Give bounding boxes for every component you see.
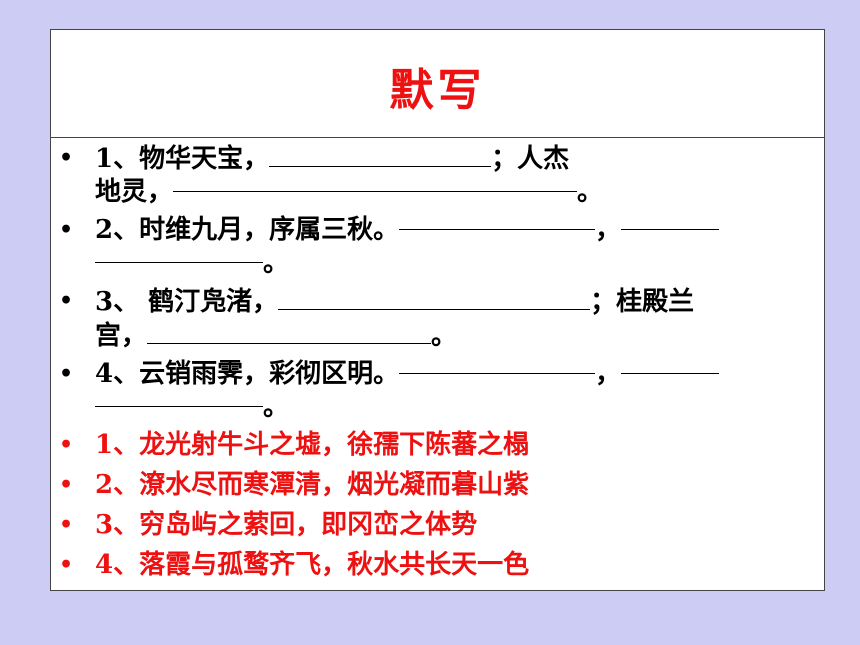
question-text: ， xyxy=(595,215,622,245)
question-line: 宫， 。 xyxy=(95,319,824,353)
question-line: 1、物华天宝， ；人杰 xyxy=(95,142,824,176)
question-item-2: • 2、时维九月，序属三秋。 ， 。 xyxy=(51,214,824,280)
answer-item-4: • 4、落霞与孤鹜齐飞，秋水共长天一色 xyxy=(51,549,824,582)
question-text: 地灵， xyxy=(95,177,174,207)
question-line: 2、时维九月，序属三秋。 ， xyxy=(95,214,824,247)
question-text: ， xyxy=(595,359,622,389)
question-line: 。 xyxy=(95,247,824,280)
question-text: ；桂殿兰 xyxy=(590,287,695,317)
question-text: 4、云销雨霁，彩彻区明。 xyxy=(95,359,400,389)
answer-blank[interactable] xyxy=(621,228,720,230)
answer-blank[interactable] xyxy=(173,190,578,192)
question-item-4: • 4、云销雨霁，彩彻区明。 ， 。 xyxy=(51,358,824,424)
bullet-icon: • xyxy=(59,432,74,458)
question-text: 。 xyxy=(577,177,604,207)
answer-blank[interactable] xyxy=(147,319,432,344)
answer-text: 4、落霞与孤鹜齐飞，秋水共长天一色 xyxy=(95,550,530,580)
answer-text: 2、潦水尽而寒潭清，烟光凝而暮山紫 xyxy=(95,470,530,500)
answer-blank[interactable] xyxy=(399,372,596,374)
bullet-icon: • xyxy=(59,361,74,387)
question-item-3: • 3、 鹤汀凫渚， ；桂殿兰 宫， 。 xyxy=(51,285,824,353)
answer-blank[interactable] xyxy=(278,285,591,310)
question-text: 。 xyxy=(431,321,458,351)
slide-card: 默写 • 1、物华天宝， ；人杰 地灵， 。 • 2、时维九月，序属三秋。 ， 。 • xyxy=(50,29,825,591)
answer-blank[interactable] xyxy=(621,372,720,374)
answer-blank[interactable] xyxy=(269,142,492,167)
slide-title: 默写 xyxy=(389,64,486,116)
answer-blank[interactable] xyxy=(399,228,596,230)
bullet-icon: • xyxy=(59,288,74,314)
question-text: 1、物华天宝， xyxy=(95,144,270,174)
title-area: 默写 xyxy=(51,30,824,138)
question-text: 。 xyxy=(263,248,290,278)
question-item-1: • 1、物华天宝， ；人杰 地灵， 。 xyxy=(51,142,824,209)
bullet-icon: • xyxy=(59,217,74,243)
question-text: 3、 鹤汀凫渚， xyxy=(95,287,279,317)
item-list: • 1、物华天宝， ；人杰 地灵， 。 • 2、时维九月，序属三秋。 ， 。 • 3、… xyxy=(51,142,824,589)
question-line: 3、 鹤汀凫渚， ；桂殿兰 xyxy=(95,285,824,319)
answer-text: 1、龙光射牛斗之墟，徐孺下陈蕃之榻 xyxy=(95,430,530,460)
question-line: 。 xyxy=(95,391,824,424)
question-line: 4、云销雨霁，彩彻区明。 ， xyxy=(95,358,824,391)
answer-item-1: • 1、龙光射牛斗之墟，徐孺下陈蕃之榻 xyxy=(51,429,824,462)
bullet-icon: • xyxy=(59,512,74,538)
answer-blank[interactable] xyxy=(95,405,263,407)
question-text: ；人杰 xyxy=(491,144,570,174)
question-line: 地灵， 。 xyxy=(95,176,824,209)
question-text: 2、时维九月，序属三秋。 xyxy=(95,215,400,245)
bullet-icon: • xyxy=(59,472,74,498)
answer-item-2: • 2、潦水尽而寒潭清，烟光凝而暮山紫 xyxy=(51,469,824,502)
bullet-icon: • xyxy=(59,552,74,578)
question-text: 宫， xyxy=(95,321,148,351)
answer-text: 3、穷岛屿之萦回，即冈峦之体势 xyxy=(95,510,478,540)
question-text: 。 xyxy=(263,392,290,422)
bullet-icon: • xyxy=(59,145,74,171)
answer-item-3: • 3、穷岛屿之萦回，即冈峦之体势 xyxy=(51,509,824,542)
answer-blank[interactable] xyxy=(95,261,263,263)
